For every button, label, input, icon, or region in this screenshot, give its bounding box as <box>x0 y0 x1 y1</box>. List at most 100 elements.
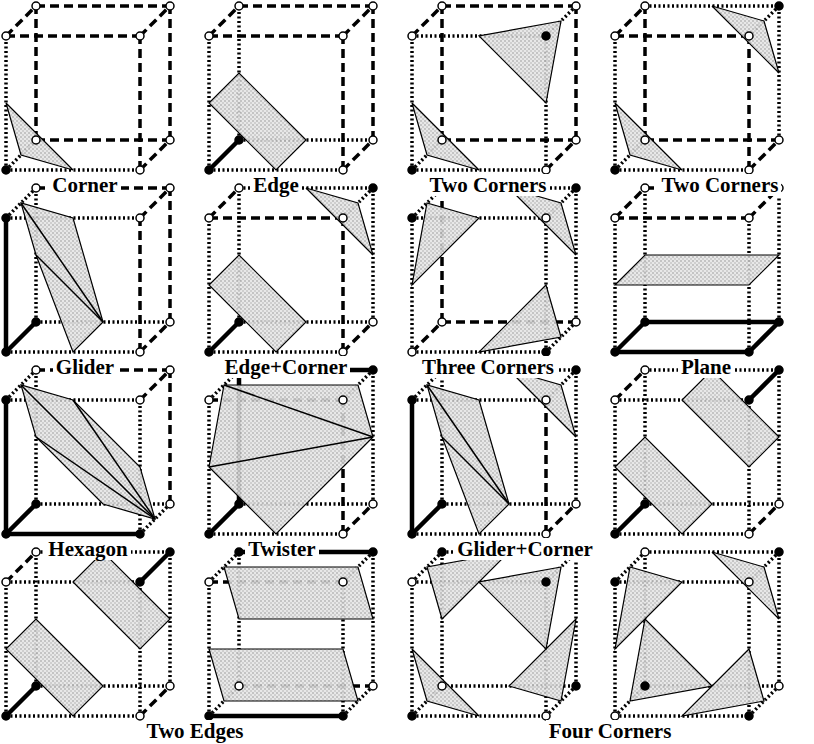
iso-surface <box>73 552 170 649</box>
cube-edge <box>615 322 645 352</box>
triangle-edge <box>36 255 103 322</box>
cube-edge <box>34 6 38 140</box>
cube-edge <box>747 36 751 170</box>
case-label: Two Corners <box>659 174 782 196</box>
cube-edge <box>440 6 444 140</box>
cube-case <box>611 2 783 174</box>
cube-vertex <box>235 136 243 144</box>
cube-vertex <box>2 530 10 538</box>
cube-vertex <box>205 530 213 538</box>
cube-vertex <box>32 136 40 144</box>
cube-edge <box>343 6 373 36</box>
cube-edge <box>615 188 645 218</box>
iso-surface <box>712 552 779 619</box>
iso-surface <box>209 255 306 352</box>
cube-vertex <box>408 712 416 720</box>
cube-edge <box>209 504 239 534</box>
cube-vertex <box>166 184 174 192</box>
iso-surface <box>682 370 779 467</box>
iso-surface <box>412 203 479 285</box>
cube-edge <box>615 6 645 36</box>
cube-vertex <box>572 500 580 508</box>
iso-surface <box>479 285 561 352</box>
cube-vertex <box>641 318 649 326</box>
cube-vertex <box>611 578 619 586</box>
cube-case <box>2 2 174 174</box>
cube-vertex <box>641 548 649 556</box>
case-label: Edge+Corner <box>222 356 351 378</box>
cube-edge <box>749 504 779 534</box>
cube-edge <box>6 686 36 716</box>
cube-edge <box>6 34 140 38</box>
cube-vertex <box>745 348 753 356</box>
cube-vertex <box>542 530 550 538</box>
cube-vertex <box>611 396 619 404</box>
cube-vertex <box>369 2 377 10</box>
triangle-edge <box>73 400 155 519</box>
cube-edge <box>341 36 345 170</box>
cube-edge <box>546 504 576 534</box>
cube-edge <box>168 6 172 140</box>
cube-vertex <box>339 396 347 404</box>
cube-case <box>408 366 580 538</box>
triangle-edge <box>442 437 509 504</box>
cube-vertex <box>775 366 783 374</box>
iso-surface <box>21 385 155 519</box>
cube-vertex <box>369 682 377 690</box>
cube-vertex <box>32 366 40 374</box>
cube-vertex <box>205 396 213 404</box>
cube-vertex <box>438 136 446 144</box>
cube-vertex <box>205 32 213 40</box>
cube-vertex <box>641 2 649 10</box>
case-label: Hexagon <box>45 538 130 560</box>
cube-case <box>611 548 783 720</box>
triangle-edge <box>224 385 373 437</box>
cube-edge <box>6 504 36 534</box>
cube-case <box>205 2 377 174</box>
cube-edge <box>341 218 345 352</box>
case-label: Corner <box>49 174 120 196</box>
cube-edge <box>209 34 343 38</box>
cube-vertex <box>369 500 377 508</box>
cube-vertex <box>775 318 783 326</box>
cube-vertex <box>611 32 619 40</box>
cube-vertex <box>235 548 243 556</box>
cube-edge <box>615 370 645 400</box>
iso-surface <box>224 567 373 619</box>
cube-edge <box>36 4 170 8</box>
cube-vertex <box>611 166 619 174</box>
iso-surface <box>479 567 561 649</box>
iso-surface <box>21 203 103 352</box>
cube-vertex <box>136 32 144 40</box>
cube-vertex <box>339 214 347 222</box>
iso-surface <box>6 619 103 716</box>
cube-edge <box>615 34 749 38</box>
cube-vertex <box>2 32 10 40</box>
iso-surface <box>209 73 306 170</box>
cube-vertex <box>32 548 40 556</box>
cube-vertex <box>745 214 753 222</box>
cube-vertex <box>166 548 174 556</box>
iso-surface <box>412 103 479 170</box>
cube-vertex <box>641 500 649 508</box>
cube-vertex <box>166 682 174 690</box>
cube-case <box>611 184 783 356</box>
cube-vertex <box>2 348 10 356</box>
cube-vertex <box>775 136 783 144</box>
cube-edge <box>6 322 36 352</box>
triangle-edge <box>36 437 155 519</box>
iso-surface <box>306 188 373 255</box>
cube-vertex <box>745 578 753 586</box>
cube-vertex <box>408 530 416 538</box>
cube-vertex <box>408 214 416 222</box>
case-label: Glider+Corner <box>454 538 596 560</box>
cube-vertex <box>136 712 144 720</box>
cube-edge <box>209 216 343 220</box>
cube-edge <box>209 188 239 218</box>
cube-vertex <box>339 348 347 356</box>
cube-vertex <box>235 318 243 326</box>
cube-edge <box>645 320 779 325</box>
cube-edge <box>6 532 140 537</box>
cube-vertex <box>408 32 416 40</box>
cube-case <box>408 2 580 174</box>
